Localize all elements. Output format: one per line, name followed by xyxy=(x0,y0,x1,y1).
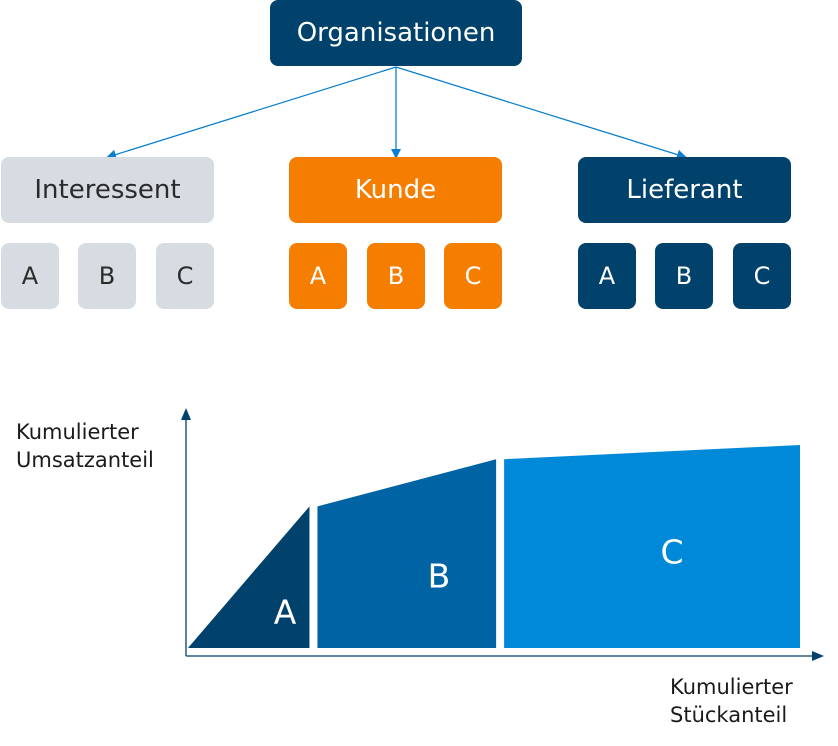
segment-c xyxy=(504,445,800,648)
interessent-sub-b: B xyxy=(78,243,136,309)
lieferant-label: Lieferant xyxy=(626,175,743,205)
sub-label: C xyxy=(753,262,771,290)
segment-a xyxy=(188,506,310,648)
segment-label-b: B xyxy=(427,556,451,596)
lieferant-sub-a: A xyxy=(578,243,636,309)
interessent-sub-a: A xyxy=(1,243,59,309)
lieferant-node: Lieferant xyxy=(578,157,791,223)
segment-b xyxy=(317,459,497,648)
arrow-to-interessent xyxy=(106,66,397,160)
organisationen-label: Organisationen xyxy=(296,18,496,48)
x-axis-arrow-icon xyxy=(812,651,824,661)
arrow-to-lieferant xyxy=(395,66,687,160)
segment-label-c: C xyxy=(660,532,684,572)
lieferant-sub-c: C xyxy=(733,243,791,309)
interessent-label: Interessent xyxy=(34,175,181,205)
lieferant-sub-b: B xyxy=(655,243,713,309)
sub-label: A xyxy=(21,262,39,290)
sub-label: C xyxy=(176,262,194,290)
sub-label: C xyxy=(464,262,482,290)
segment-label-a: A xyxy=(273,592,297,632)
sub-label: B xyxy=(675,262,693,290)
y-axis-arrow-icon xyxy=(181,408,191,420)
sub-label: B xyxy=(387,262,405,290)
x-axis-label-line2: Stückanteil xyxy=(670,703,788,727)
y-axis-label: Kumulierter Umsatzanteil xyxy=(16,418,154,474)
y-axis-label-line1: Kumulierter xyxy=(16,420,139,444)
interessent-sub-c: C xyxy=(156,243,214,309)
y-axis-label-line2: Umsatzanteil xyxy=(16,448,154,472)
kunde-node: Kunde xyxy=(289,157,502,223)
kunde-sub-a: A xyxy=(289,243,347,309)
organisationen-node: Organisationen xyxy=(270,0,522,66)
sub-label: A xyxy=(598,262,616,290)
x-axis-label-line1: Kumulierter xyxy=(670,675,793,699)
kunde-label: Kunde xyxy=(354,175,437,205)
x-axis-label: Kumulierter Stückanteil xyxy=(670,673,793,729)
sub-label: B xyxy=(98,262,116,290)
kunde-sub-c: C xyxy=(444,243,502,309)
kunde-sub-b: B xyxy=(367,243,425,309)
sub-label: A xyxy=(309,262,327,290)
interessent-node: Interessent xyxy=(1,157,214,223)
